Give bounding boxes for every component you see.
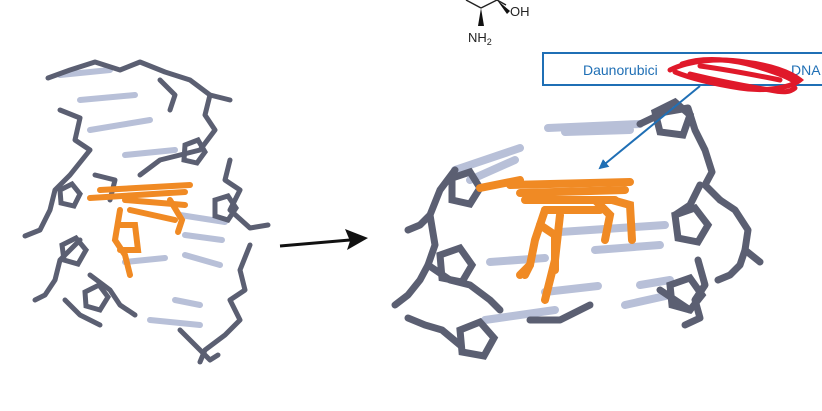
hydroxyl-label: OH (510, 4, 530, 19)
wedge-bond-icon (497, 0, 510, 14)
dna-sugar-rings (57, 136, 240, 313)
red-scribble (667, 57, 805, 95)
dna-helix-before (22, 59, 271, 365)
daunorubicin-left (87, 182, 193, 278)
callout-label-suffix: DNA (791, 62, 821, 78)
transition-arrow (279, 229, 368, 250)
dna-backbone (22, 59, 271, 365)
callout-label-prefix: Daunorubici (583, 62, 658, 78)
dna-intercalation-closeup (391, 97, 764, 360)
dna-base-pairs (57, 67, 228, 328)
amine-label: NH2 (468, 30, 492, 47)
callout-leader-arrow (598, 85, 701, 170)
dna-base-pairs (451, 120, 674, 324)
chemical-structure-fragment: OH NH2 (465, 0, 530, 47)
daunorubicin-right (476, 176, 636, 304)
dna-sugar-rings (436, 97, 713, 360)
wedge-bond-icon (478, 8, 484, 26)
callout: Daunorubici DNA (542, 52, 822, 170)
